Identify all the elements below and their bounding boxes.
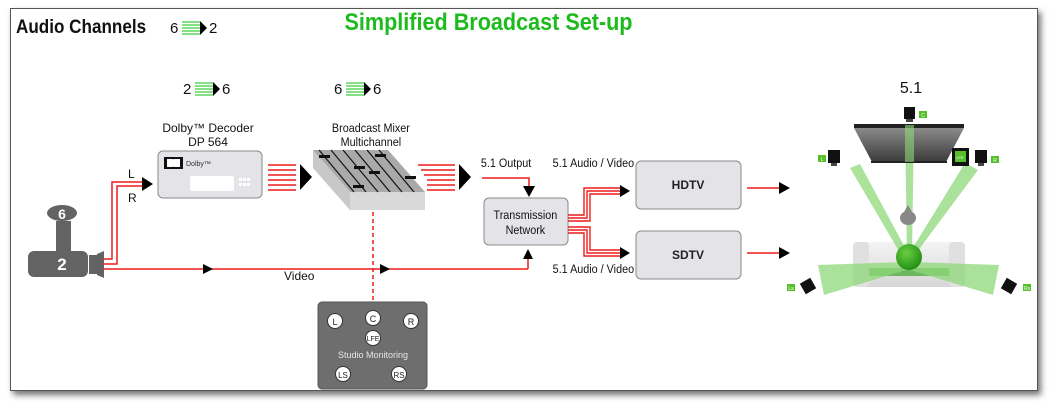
monitor-speaker-lfe: LFE xyxy=(365,330,381,346)
broadcast-mixer xyxy=(313,149,425,210)
listener-head-icon xyxy=(896,205,922,270)
output-line xyxy=(482,177,530,188)
badge-from: 6 xyxy=(334,81,342,98)
video-label: Video xyxy=(284,269,315,283)
speaker-l: L xyxy=(818,150,840,166)
badge-to: 6 xyxy=(373,81,381,98)
input-label-right: R xyxy=(128,191,137,205)
speaker-lfe: LFE xyxy=(952,148,969,166)
multichannel-lines-mixer xyxy=(418,164,455,191)
arrow-right-icon xyxy=(203,264,213,274)
sdtv-label: SDTV xyxy=(672,248,704,262)
multichannel-lines-decoder xyxy=(268,164,296,191)
badge-to: 2 xyxy=(209,20,217,37)
input-label-left: L xyxy=(128,167,135,181)
arrow-right-icon xyxy=(213,82,220,96)
speaker-ls: Ls xyxy=(787,277,817,295)
transmission-network-box: Transmission Network xyxy=(483,197,569,246)
arrow-right-icon xyxy=(620,185,630,197)
green-lines-icon xyxy=(182,21,200,35)
arrow-right-icon xyxy=(779,182,790,194)
keypad-icon xyxy=(239,178,250,186)
surround-room: 5.1 xyxy=(787,80,1031,295)
svg-text:LS: LS xyxy=(338,371,348,380)
decoder-model: DP 564 xyxy=(188,135,228,149)
decoder-title: Dolby™ Decoder xyxy=(162,121,253,135)
mixer-title: Broadcast Mixer xyxy=(332,123,410,136)
camera-top-reel xyxy=(47,205,77,221)
arrow-right-icon xyxy=(142,177,153,191)
stereo-feed-lines xyxy=(103,181,142,265)
svg-text:LFE: LFE xyxy=(956,155,964,160)
channel-badge-source: 6 2 xyxy=(170,20,217,37)
mixer-subtitle: Multichannel xyxy=(341,137,402,150)
svg-text:R: R xyxy=(993,158,997,164)
channel-badge-decoder: 2 6 xyxy=(183,81,230,98)
arrow-right-icon xyxy=(459,164,471,190)
svg-text:LFE: LFE xyxy=(367,336,380,343)
monitor-speaker-r: R xyxy=(403,313,419,329)
audio-channels-label: Audio Channels xyxy=(16,16,146,37)
hdtv-box: HDTV xyxy=(635,160,742,210)
camera-top-label: 6 xyxy=(58,206,66,222)
svg-text:Ls: Ls xyxy=(788,286,794,292)
camera-icon: 6 2 xyxy=(28,205,104,278)
speaker-c: C xyxy=(904,107,927,122)
decoder-display xyxy=(190,176,234,191)
dolby-decoder-box: Dolby™ xyxy=(157,150,263,199)
speaker-r: R xyxy=(975,150,999,166)
output-label: 5.1 Output xyxy=(481,158,532,171)
svg-text:R: R xyxy=(408,317,415,327)
arrow-right-icon xyxy=(380,264,390,274)
badge-from: 6 xyxy=(170,20,178,37)
decoder-brand: Dolby™ xyxy=(186,161,211,168)
arrow-down-icon xyxy=(523,186,535,197)
monitor-speaker-ls: LS xyxy=(335,366,351,382)
channel-badge-mixer: 6 6 xyxy=(334,81,381,98)
transmission-line1: Transmission xyxy=(494,210,558,223)
hdtv-label: HDTV xyxy=(672,178,705,192)
sdtv-feed-label: 5.1 Audio / Video xyxy=(553,264,634,277)
svg-text:Rs: Rs xyxy=(1024,286,1031,292)
fader-knobs xyxy=(319,154,416,188)
studio-monitoring-panel: L C R LFE Studio Monitoring LS RS xyxy=(317,301,428,390)
arrow-right-icon xyxy=(364,82,371,96)
arrow-right-icon xyxy=(300,164,312,190)
speaker-rs: Rs xyxy=(1000,277,1031,295)
arrow-right-icon xyxy=(620,247,630,259)
arrow-up-icon xyxy=(523,249,533,259)
distribution-lines xyxy=(568,187,620,257)
monitor-speaker-c: C xyxy=(365,310,381,326)
arrow-right-icon xyxy=(200,21,207,35)
arrow-right-icon xyxy=(779,247,790,259)
transmission-line2: Network xyxy=(506,225,546,238)
camera-body-label: 2 xyxy=(57,255,66,274)
dolby-logo-icon xyxy=(164,157,183,169)
svg-text:C: C xyxy=(370,314,377,324)
monitor-speaker-l: L xyxy=(327,313,343,329)
badge-to: 6 xyxy=(222,81,230,98)
svg-text:L: L xyxy=(821,157,824,163)
hdtv-feed-label: 5.1 Audio / Video xyxy=(553,158,634,171)
monitoring-title: Studio Monitoring xyxy=(338,350,408,360)
green-lines-icon xyxy=(195,82,213,96)
svg-text:RS: RS xyxy=(393,371,404,380)
svg-text:L: L xyxy=(332,317,337,327)
surround-title: 5.1 xyxy=(900,80,922,97)
sdtv-box: SDTV xyxy=(635,230,742,280)
monitor-speaker-rs: RS xyxy=(391,366,407,382)
badge-from: 2 xyxy=(183,81,191,98)
green-lines-icon xyxy=(346,82,364,96)
svg-text:C: C xyxy=(921,113,925,119)
diagram-title: Simplified Broadcast Set-up xyxy=(345,8,633,35)
camera-body xyxy=(28,251,88,277)
